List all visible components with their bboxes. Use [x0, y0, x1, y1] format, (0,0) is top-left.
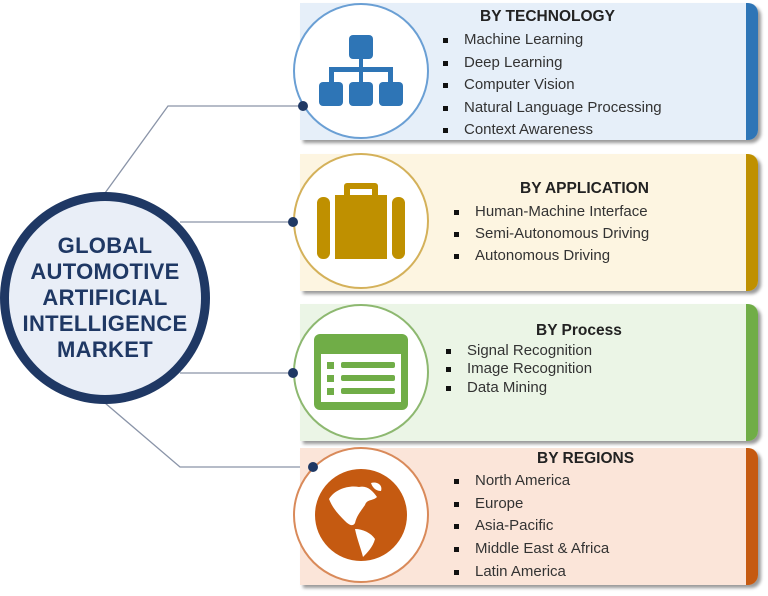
connector-dot — [288, 217, 298, 227]
heading-regions: BY REGIONS — [537, 450, 635, 467]
list-item: Autonomous Driving — [453, 247, 611, 264]
briefcase-icon — [317, 183, 405, 259]
list-item: Data Mining — [445, 379, 548, 396]
list-item: Signal Recognition — [445, 342, 593, 359]
market-hub-circle: GLOBAL AUTOMOTIVE ARTIFICIAL INTELLIGENC… — [0, 192, 210, 404]
panel-accent-bar — [746, 448, 758, 585]
list-item: Latin America — [454, 563, 566, 580]
list-window-icon — [314, 334, 408, 410]
list-item: Image Recognition — [445, 360, 593, 377]
list-item: Europe — [453, 495, 524, 512]
list-item: Machine Learning — [442, 31, 584, 48]
list-item: Asia-Pacific — [453, 517, 554, 534]
process-icon-circle — [293, 304, 429, 440]
panel-accent-bar — [746, 3, 758, 140]
technology-icon-circle — [293, 3, 429, 139]
connector-dot — [308, 462, 318, 472]
panel-accent-bar — [746, 304, 758, 441]
connector-dot — [288, 368, 298, 378]
application-icon-circle — [293, 153, 429, 289]
hierarchy-icon — [319, 35, 403, 106]
list-item: Context Awareness — [443, 121, 593, 138]
list-item: North America — [453, 472, 571, 489]
list-item: Human-Machine Interface — [454, 203, 648, 220]
globe-icon — [315, 469, 407, 561]
list-item: Semi-Autonomous Driving — [453, 225, 650, 242]
heading-application: BY APPLICATION — [520, 180, 649, 197]
list-item: Computer Vision — [443, 76, 575, 93]
hub-title: GLOBAL AUTOMOTIVE ARTIFICIAL INTELLIGENC… — [22, 233, 188, 362]
heading-process: BY Process — [536, 322, 622, 339]
heading-technology: BY TECHNOLOGY — [480, 8, 615, 25]
list-item: Middle East & Africa — [453, 540, 610, 557]
list-item: Deep Learning — [442, 54, 563, 71]
list-item: Natural Language Processing — [443, 99, 662, 116]
panel-accent-bar — [746, 154, 758, 291]
connector-dot — [298, 101, 308, 111]
regions-icon-circle — [293, 447, 429, 583]
